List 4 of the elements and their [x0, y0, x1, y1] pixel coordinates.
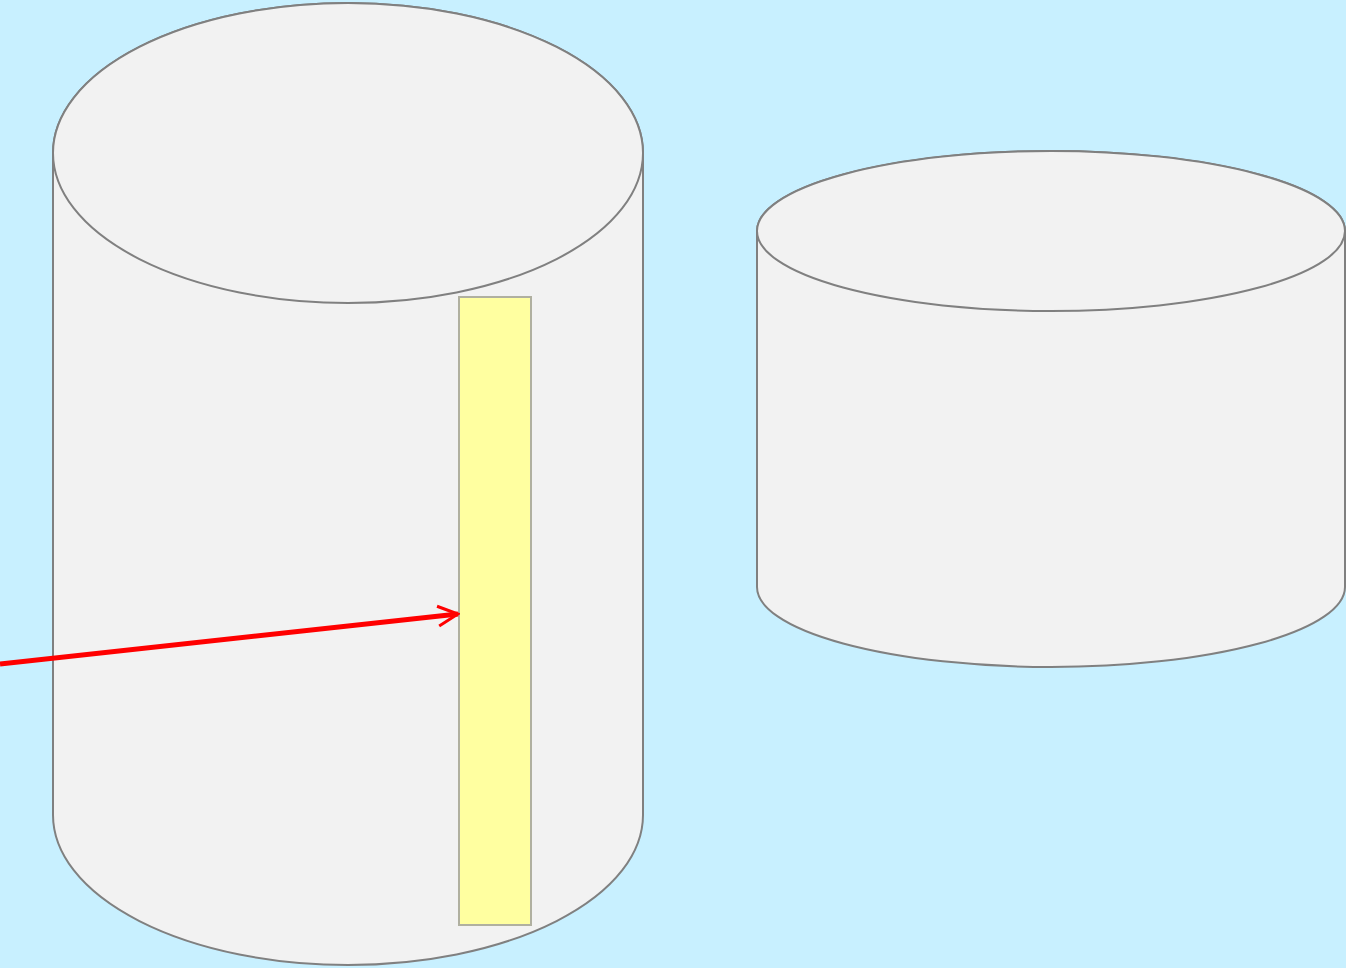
cylinder-shape	[756, 150, 1346, 668]
arrow	[0, 604, 460, 667]
cylinder-shape	[52, 2, 644, 966]
vertical-bar	[458, 296, 532, 926]
